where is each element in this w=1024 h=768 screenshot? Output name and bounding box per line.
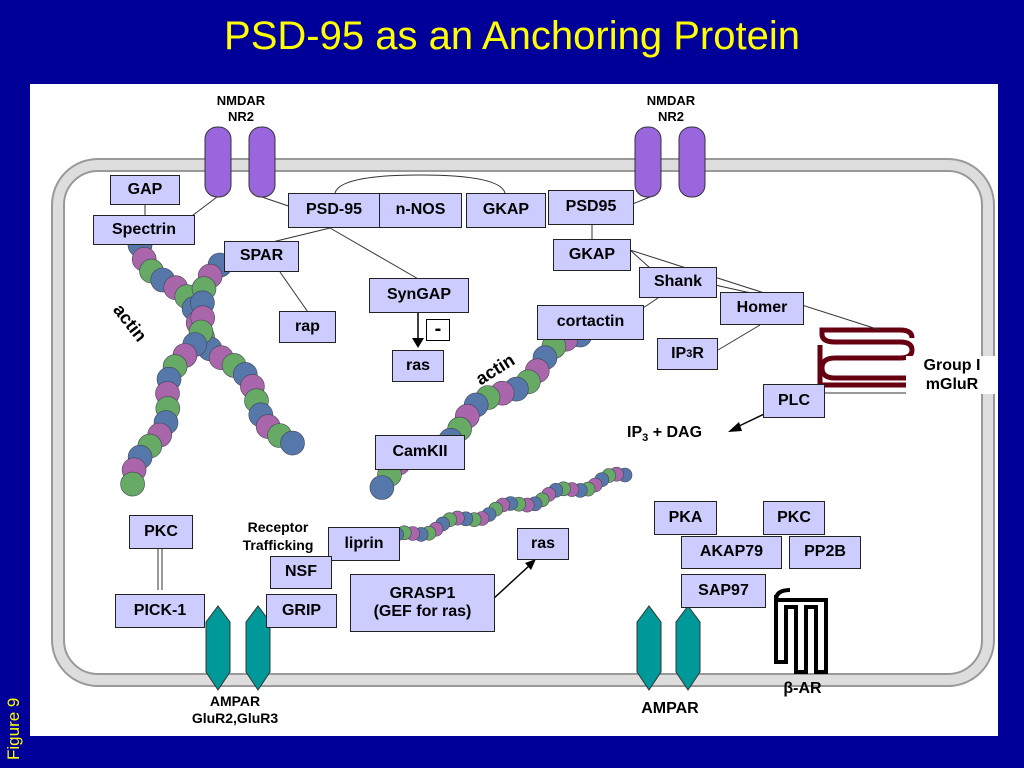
- receptor-trafficking-label: Receptor Trafficking: [228, 518, 328, 554]
- actin-bead: [280, 430, 305, 456]
- homer-box: Homer: [720, 292, 804, 325]
- syngap-box: SynGAP: [369, 278, 469, 313]
- line-psd95-gkap-arc: [334, 174, 506, 194]
- cortactin-box: cortactin: [537, 305, 644, 340]
- mglur-line2: mGluR: [925, 376, 979, 394]
- actin-filament-left-b: [120, 252, 233, 497]
- ip3r-sub: 3: [686, 347, 693, 360]
- rap-box: rap: [279, 311, 336, 343]
- sap97-box: SAP97: [681, 574, 766, 608]
- nmdar-left-subunit-a: [204, 126, 232, 198]
- ip3-dag-label: IP3 + DAG: [627, 424, 702, 444]
- nmdar-right-line1: NMDAR: [646, 93, 696, 108]
- actin-filament-low: [382, 466, 633, 546]
- ip3-dag-ip: IP: [627, 424, 643, 441]
- ras-mid-box: ras: [392, 350, 444, 382]
- actin-filament-left-a: [127, 232, 305, 456]
- gkap-right-box: GKAP: [553, 239, 631, 271]
- ampar-left-line2: GluR2,GluR3: [191, 709, 279, 726]
- gap-box: GAP: [110, 175, 180, 205]
- arrow-grasp1-ras: [491, 564, 531, 601]
- nmdar-right-subunit-a: [634, 126, 662, 198]
- pick1-box: PICK-1: [115, 594, 205, 628]
- actin-bead: [120, 471, 145, 497]
- pkc-right-box: PKC: [763, 501, 825, 535]
- spectrin-box: Spectrin: [93, 215, 195, 245]
- ampar-right-subunit-a: [636, 605, 662, 691]
- receptor-trafficking-line2: Trafficking: [242, 537, 314, 554]
- camkii-box: CamKII: [375, 435, 465, 470]
- arrow-syngap-ras-head: [412, 338, 424, 348]
- mglur-line1: Group I: [923, 357, 981, 374]
- shank-box: Shank: [639, 267, 717, 298]
- nmdar-left-line2: NR2: [227, 108, 254, 124]
- nmdar-left-line1: NMDAR: [216, 93, 266, 108]
- ampar-right-subunit-b: [675, 605, 701, 691]
- nmdar-right-label: NMDAR NR2: [635, 93, 707, 124]
- grasp1-box: GRASP1 (GEF for ras): [350, 574, 495, 632]
- mglur-serpentine: [817, 327, 915, 388]
- grasp1-line2: (GEF for ras): [373, 603, 472, 620]
- actin-filaments: [120, 232, 633, 546]
- nmdar-right-line2: NR2: [657, 108, 684, 124]
- grip-box: GRIP: [266, 594, 337, 628]
- akap79-box: AKAP79: [681, 536, 782, 569]
- ampar-left-subunit-b: [245, 605, 271, 691]
- arrow-plc-ip3-head: [728, 422, 742, 432]
- line-spar-rap: [279, 271, 311, 316]
- ip3-dag-rest: + DAG: [648, 424, 703, 441]
- inhibition-sign: -: [426, 319, 450, 341]
- grasp1-line1: GRASP1: [389, 584, 456, 602]
- liprin-box: liprin: [328, 527, 400, 561]
- beta-ar-label: β-AR: [783, 680, 822, 697]
- arrow-grasp1-ras-head: [525, 559, 536, 570]
- ampar-right-label: AMPAR: [641, 700, 699, 717]
- pka-box: PKA: [654, 501, 717, 535]
- ip3-dag-sub: 3: [642, 432, 649, 445]
- ampar-left-subunit-a: [205, 605, 231, 691]
- pp2b-box: PP2B: [789, 536, 861, 569]
- psd95-left-box: PSD-95: [288, 193, 380, 228]
- psd95-right-box: PSD95: [548, 190, 634, 225]
- page-title: PSD-95 as an Anchoring Protein: [224, 14, 800, 58]
- ip3r-main: IP: [671, 344, 687, 362]
- line-psd95-syngap: [329, 227, 421, 281]
- actin-bead: [369, 475, 395, 500]
- plc-box: PLC: [763, 384, 825, 418]
- ampar-left-label: AMPAR GluR2,GluR3: [170, 693, 300, 727]
- nsf-box: NSF: [270, 556, 332, 589]
- cell-membrane: [53, 160, 993, 685]
- connector-lines: [144, 174, 910, 590]
- line-homer-ip3r: [717, 324, 761, 351]
- beta-ar-serpentine: [773, 588, 828, 674]
- nmdar-right-subunit-b: [678, 126, 706, 198]
- ras-low-box: ras: [517, 528, 569, 560]
- gkap-top-box: GKAP: [466, 193, 546, 228]
- nmdar-left-subunit-b: [248, 126, 276, 198]
- line-gkap-mglur: [629, 249, 881, 331]
- line-gkap-shank: [629, 249, 651, 269]
- nnos-box: n-NOS: [379, 193, 462, 228]
- receptor-trafficking-line1: Receptor: [247, 519, 309, 535]
- spar-box: SPAR: [224, 241, 299, 272]
- ip3r-tail: R: [692, 344, 704, 362]
- ampar-left-line1: AMPAR: [209, 693, 261, 709]
- pkc-left-box: PKC: [129, 515, 193, 549]
- mglur-label: Group I mGluR: [906, 356, 998, 395]
- nmdar-left-label: NMDAR NR2: [205, 93, 277, 124]
